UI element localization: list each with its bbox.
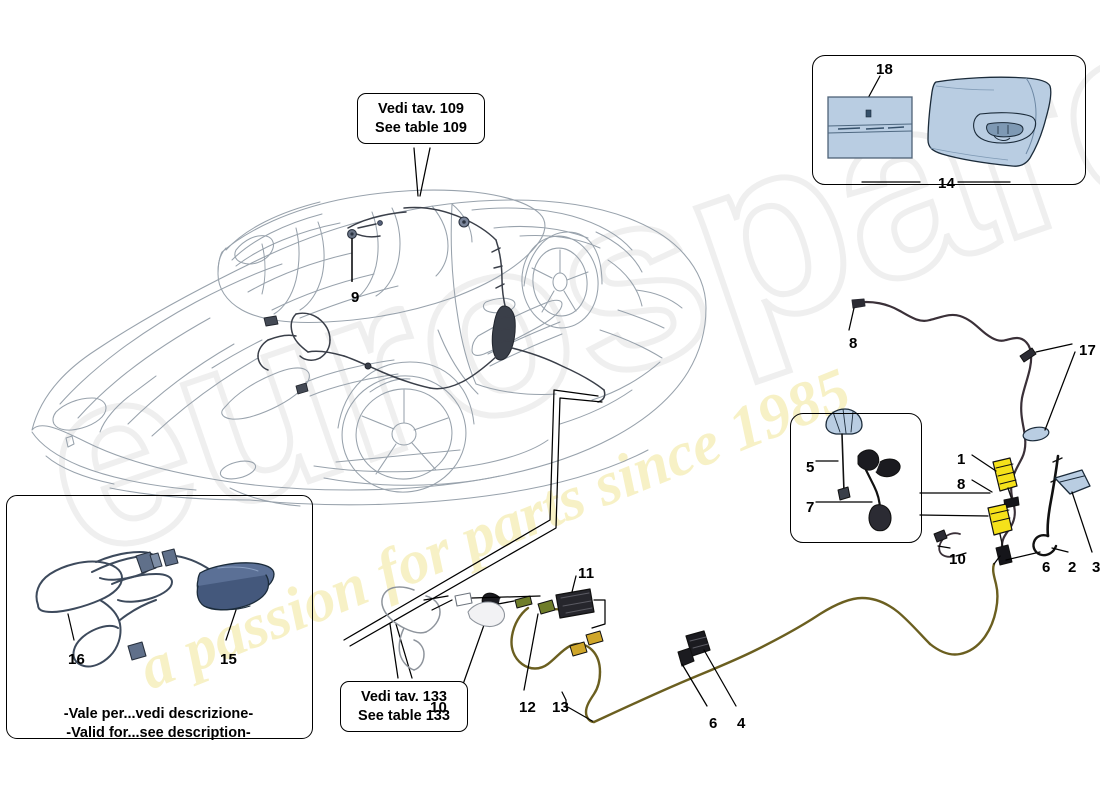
part-number-6-connectors[interactable]: 6 [1042, 559, 1051, 576]
part-number-10-connectors[interactable]: 10 [949, 551, 967, 568]
inset-pedal-sensor [790, 413, 922, 543]
footnote-italian: -Vale per...vedi descrizione- [63, 706, 254, 722]
callout-109-italian: Vedi tav. 109 [378, 101, 464, 117]
part-number-14-top-right-inset[interactable]: 14 [938, 175, 956, 192]
part-number-7-pedal-inset[interactable]: 7 [806, 499, 815, 516]
part-number-6-lower-harness[interactable]: 6 [709, 715, 718, 732]
part-number-18-top-right-inset[interactable]: 18 [876, 61, 894, 78]
callout-see-table-133[interactable]: Vedi tav. 133 See table 133 [340, 681, 468, 733]
part-number-4-lower-harness[interactable]: 4 [737, 715, 746, 732]
part-number-17-harness-right[interactable]: 17 [1079, 342, 1097, 359]
part-number-5-pedal-inset[interactable]: 5 [806, 459, 815, 476]
callout-133-italian: Vedi tav. 133 [361, 689, 447, 705]
part-number-8-connectors[interactable]: 8 [957, 476, 966, 493]
part-number-1-connectors[interactable]: 1 [957, 451, 966, 468]
part-number-9-vehicle[interactable]: 9 [351, 289, 360, 306]
footnote-english: -Valid for...see description- [66, 724, 251, 741]
part-number-8-harness-right[interactable]: 8 [849, 335, 858, 352]
part-number-15-bottom-left-inset[interactable]: 15 [220, 651, 238, 668]
part-number-12-lower-harness[interactable]: 12 [519, 699, 537, 716]
footnote-block: -Vale per...vedi descrizione- -Valid for… [6, 705, 311, 743]
callout-133-english: See table 133 [358, 707, 450, 724]
inset-top-right [812, 55, 1086, 185]
part-number-2-connectors[interactable]: 2 [1068, 559, 1077, 576]
callout-see-table-109[interactable]: Vedi tav. 109 See table 109 [357, 93, 485, 145]
callout-109-english: See table 109 [375, 119, 467, 136]
part-number-10-lower-harness[interactable]: 10 [430, 699, 448, 716]
part-number-16-bottom-left-inset[interactable]: 16 [68, 651, 86, 668]
inset-bottom-left [6, 495, 313, 739]
part-number-11-lower-harness[interactable]: 11 [578, 565, 595, 582]
part-number-3-connectors[interactable]: 3 [1092, 559, 1100, 576]
part-number-13-lower-harness[interactable]: 13 [552, 699, 570, 716]
